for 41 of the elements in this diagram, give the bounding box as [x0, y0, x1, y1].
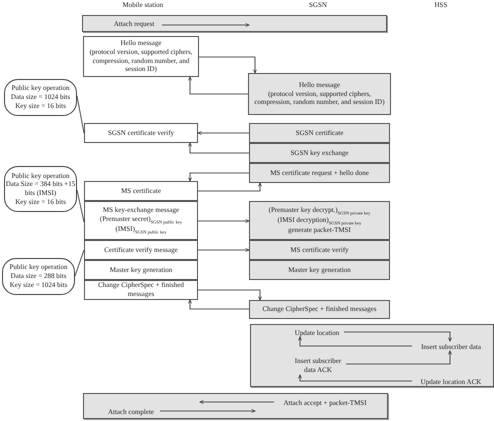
callout-bubble	[4, 166, 77, 212]
process-box	[248, 73, 391, 115]
arrow	[198, 56, 257, 74]
process-box	[249, 240, 390, 260]
callout-bubble	[2, 258, 75, 295]
process-box	[83, 36, 199, 77]
arrow	[188, 299, 250, 310]
process-box	[84, 181, 198, 201]
process-box	[84, 240, 198, 260]
arrow	[160, 409, 256, 413]
step-band	[83, 393, 388, 419]
leader-line	[76, 190, 84, 222]
process-box	[84, 123, 198, 143]
arrow	[197, 131, 250, 135]
leader-line	[76, 96, 84, 134]
leader-line	[74, 250, 84, 276]
process-box	[249, 201, 390, 240]
callout-bubble	[4, 79, 77, 116]
arrow	[198, 219, 250, 223]
arrow	[198, 290, 262, 301]
arrow	[162, 23, 250, 27]
arrow	[188, 172, 250, 182]
arrow	[188, 76, 248, 94]
process-box	[249, 163, 390, 183]
arrow	[198, 248, 250, 252]
step-band	[82, 15, 387, 32]
arrow	[188, 142, 250, 154]
process-box	[249, 143, 390, 163]
arrow	[298, 374, 412, 382]
process-box	[84, 260, 198, 280]
process-box	[84, 280, 198, 300]
step-band	[250, 324, 494, 387]
arrow	[199, 400, 274, 404]
arrow	[346, 350, 452, 364]
process-box	[249, 260, 390, 280]
arrow	[344, 332, 452, 342]
process-box	[249, 300, 390, 319]
arrow	[298, 336, 412, 346]
process-box	[249, 123, 390, 143]
process-box	[84, 201, 198, 240]
arrow	[198, 182, 262, 192]
